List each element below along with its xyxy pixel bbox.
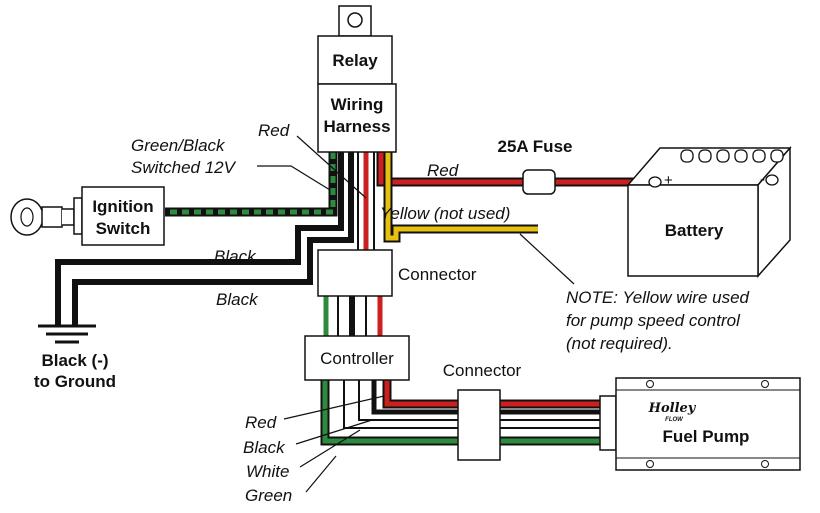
connector-upper: [317, 249, 393, 297]
ignition-label-line1: Ignition: [92, 197, 153, 216]
controller-box: [304, 335, 410, 381]
pump-red-label: Red: [245, 413, 277, 432]
harness-red-leader: [296, 135, 367, 199]
pump-green-label: Green: [245, 486, 292, 505]
harness-label-line1: Wiring: [331, 95, 384, 114]
black-ground-wires: [55, 152, 354, 325]
pump-black-label: Black: [243, 438, 286, 457]
harness-red-label: Red: [258, 121, 290, 140]
battery-label: Battery: [665, 221, 724, 240]
controller-to-pump-wires: [320, 380, 600, 446]
battery-red-label: Red: [427, 161, 459, 180]
battery: + - Battery: [626, 145, 792, 278]
fuel-pump: Holley FLOW Fuel Pump: [599, 377, 801, 471]
red-battery-wire: [376, 152, 650, 187]
connector-lower: [457, 389, 501, 461]
yellow-label: Yellow (not used): [380, 204, 510, 223]
green-black-label-line2: Switched 12V: [131, 158, 237, 177]
key-icon: [10, 198, 75, 236]
battery-pos-sign: +: [664, 172, 673, 189]
battery-pos-terminal: [648, 176, 662, 188]
connector-lower-label: Connector: [443, 361, 522, 380]
fuse-body: [522, 169, 556, 195]
relay: Relay: [317, 5, 393, 85]
harness-to-connector-wires: [357, 152, 375, 250]
fuel-pump-label: Fuel Pump: [663, 427, 750, 446]
battery-front: [627, 184, 759, 277]
pump-white-label: White: [246, 462, 289, 481]
relay-mount-hole: [347, 12, 363, 28]
ground-symbol: [38, 324, 96, 344]
battery-neg-sign: -: [760, 171, 765, 188]
pump-end-cap: [599, 395, 617, 451]
controller: Controller: [304, 335, 410, 381]
black-lower-label: Black: [216, 290, 259, 309]
connector-lower-box: [457, 389, 501, 461]
black-upper-label: Black: [214, 247, 257, 266]
pump-body: [615, 377, 801, 471]
ignition-box: [81, 186, 165, 246]
pump-wire-leaders: [283, 395, 385, 493]
ignition-label-line2: Switch: [96, 219, 151, 238]
svg-text:FLOW: FLOW: [665, 417, 684, 423]
relay-box: [317, 35, 393, 85]
ground-label-line2: to Ground: [34, 372, 116, 391]
battery-neg-terminal: [765, 174, 779, 186]
harness-label-line2: Harness: [323, 117, 390, 136]
connector-to-controller-wires: [323, 296, 383, 336]
note-line1: NOTE: Yellow wire used: [566, 288, 750, 307]
wiring-harness: Wiring Harness: [317, 83, 397, 153]
yellow-wire: [383, 152, 538, 243]
note-line3: (not required).: [566, 334, 673, 353]
holley-flow-logo: Holley FLOW: [648, 401, 697, 423]
note-line2: for pump speed control: [566, 311, 741, 330]
ignition-switch: Ignition Switch: [10, 186, 165, 246]
ground-label-line1: Black (-): [41, 351, 108, 370]
battery-cell-caps: [680, 149, 784, 163]
harness-box: [317, 83, 397, 153]
note-leader: [519, 233, 575, 285]
connector-upper-label: Connector: [398, 265, 477, 284]
svg-text:Holley: Holley: [648, 401, 697, 416]
green-black-wire: [165, 152, 338, 217]
connector-upper-box: [317, 249, 393, 297]
fuse-label: 25A Fuse: [498, 137, 573, 156]
fuse: [522, 169, 556, 195]
green-black-label-line1: Green/Black: [131, 136, 226, 155]
controller-label: Controller: [320, 349, 394, 368]
green-black-leader: [257, 165, 331, 191]
relay-label: Relay: [332, 51, 378, 70]
